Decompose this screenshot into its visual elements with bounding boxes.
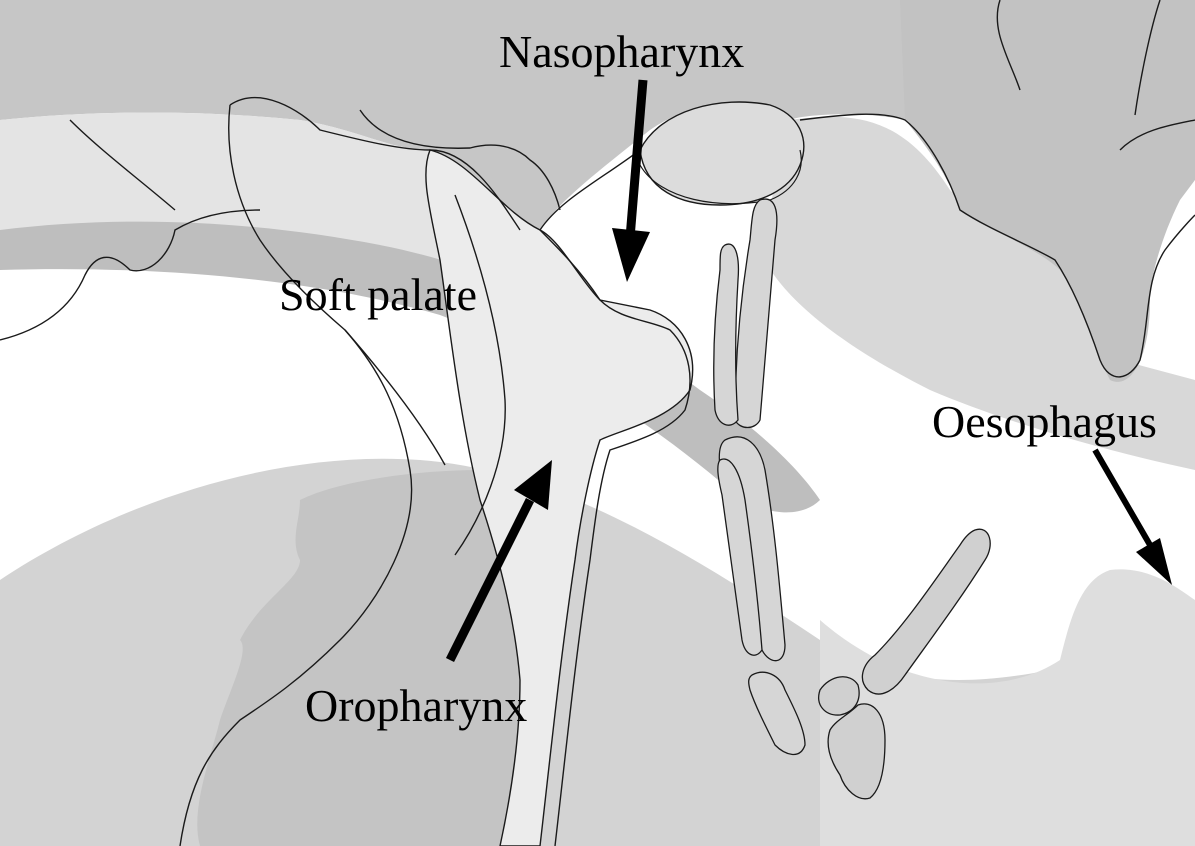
oropharynx-label: Oropharynx: [305, 683, 527, 729]
soft-palate-label: Soft palate: [279, 272, 477, 318]
oesophagus-label: Oesophagus: [932, 399, 1157, 445]
nasopharynx-label: Nasopharynx: [499, 29, 744, 75]
